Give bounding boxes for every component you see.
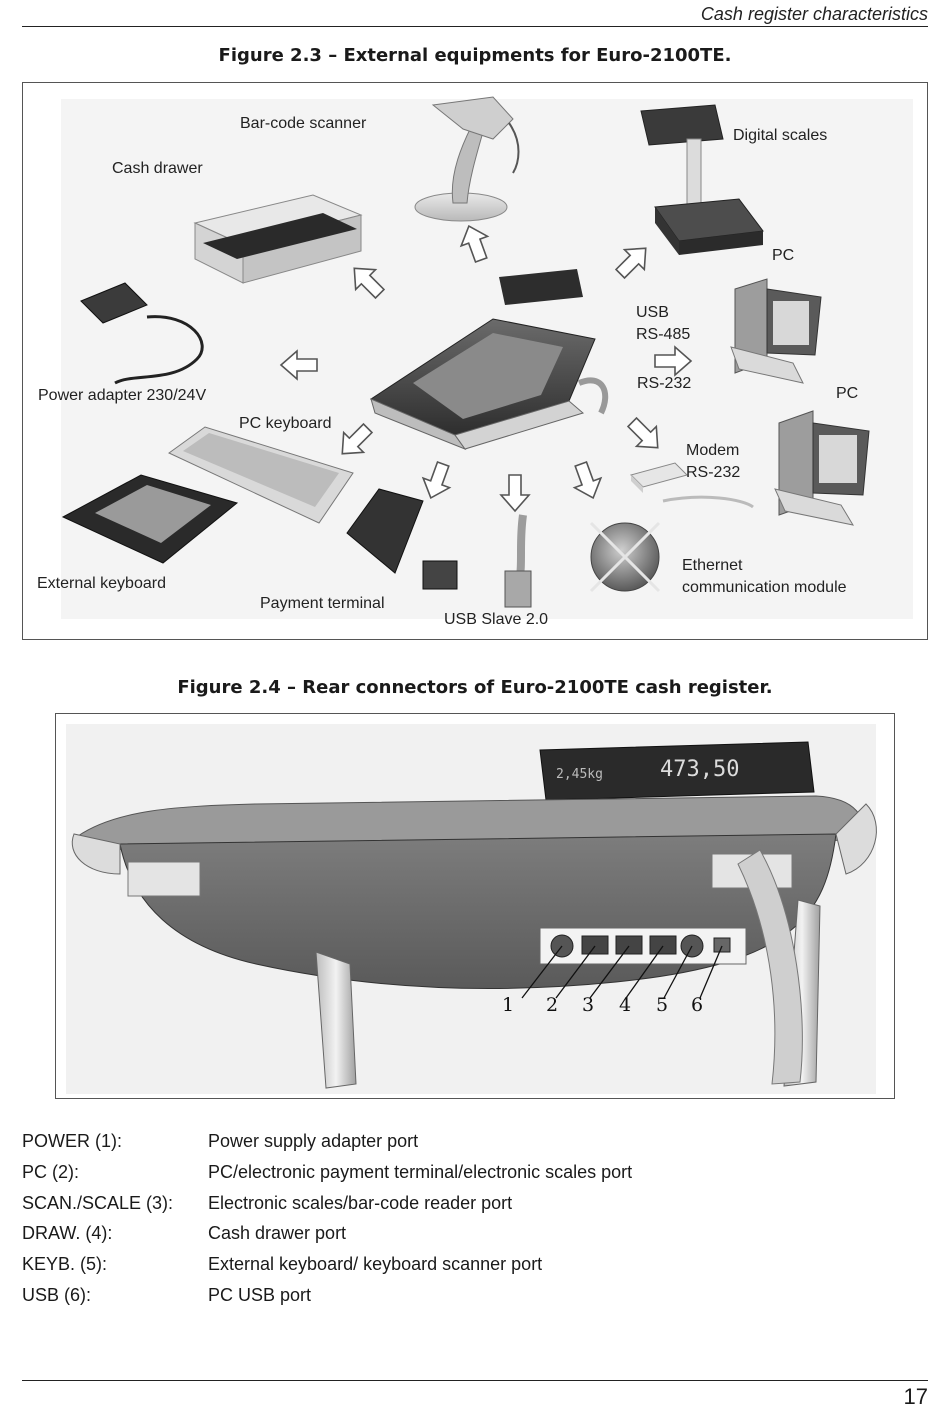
label-pc-right: PC: [836, 385, 859, 402]
connector-label-6: 6: [691, 994, 704, 1016]
list-item: PC (2): PC/electronic payment terminal/e…: [22, 1159, 928, 1190]
port-desc: Cash drawer port: [208, 1223, 347, 1244]
display-amount: 473,50: [660, 757, 739, 782]
ethernet-module-image: [589, 521, 661, 593]
label-power-adapter: Power adapter 230/24V: [38, 387, 207, 404]
port-key: SCAN./SCALE (3):: [22, 1192, 174, 1213]
arrow-to-terminal-icon: [421, 461, 452, 500]
power-adapter-image: [80, 282, 204, 385]
connector-label-3: 3: [582, 994, 595, 1016]
port-key: USB (6):: [22, 1284, 92, 1305]
label-barcode-scanner: Bar-code scanner: [240, 115, 367, 132]
connector-pc-icon: [581, 935, 609, 955]
port-key: KEYB. (5):: [22, 1254, 108, 1275]
arrow-to-usb-icon: [499, 474, 531, 513]
arrow-to-scanner-icon: [459, 224, 490, 263]
arrow-to-pc-icon: [654, 345, 693, 377]
pc-top-image: [730, 278, 822, 384]
figure-2-4-frame: 473,50 2,45kg: [55, 713, 895, 1099]
port-desc: PC/electronic payment terminal/electroni…: [208, 1161, 633, 1182]
cash-drawer-image: [193, 194, 363, 284]
display-weight: 2,45kg: [556, 767, 603, 782]
label-usb-rs485: USB RS-485: [636, 304, 691, 343]
external-keyboard-image: [61, 474, 239, 564]
list-item: DRAW. (4): Cash drawer port: [22, 1220, 928, 1251]
connector-label-5: 5: [656, 994, 669, 1016]
label-pc-top: PC: [772, 247, 795, 264]
connector-usb-icon: [713, 937, 731, 953]
port-key: PC (2):: [22, 1161, 80, 1182]
page-number: 17: [903, 1384, 928, 1409]
label-rs232: RS-232: [637, 375, 692, 392]
list-item: KEYB. (5): External keyboard/ keyboard s…: [22, 1251, 928, 1282]
modem-image: [630, 462, 754, 509]
label-usb-slave: USB Slave 2.0: [444, 611, 549, 628]
label-payment-terminal: Payment terminal: [260, 595, 385, 612]
arrow-to-drawer-icon: [353, 267, 386, 300]
port-desc: External keyboard/ keyboard scanner port: [208, 1254, 543, 1275]
arrow-to-scales-icon: [614, 247, 647, 280]
usb-cable-image: [504, 514, 532, 608]
list-item: USB (6): PC USB port: [22, 1282, 928, 1313]
pc-keyboard-image: [168, 426, 354, 524]
arrow-to-ethernet-icon: [572, 461, 603, 500]
label-external-keyboard: External keyboard: [37, 575, 166, 592]
port-description-list: POWER (1): Power supply adapter port PC …: [22, 1128, 928, 1313]
port-desc: Electronic scales/bar-code reader port: [208, 1192, 513, 1213]
arrow-to-keyboard-icon: [341, 422, 374, 455]
pc-right-image: [774, 410, 870, 526]
equipment-illustration: [61, 96, 913, 619]
label-ethernet: Ethernet communication module: [682, 557, 847, 596]
port-desc: PC USB port: [208, 1284, 312, 1305]
figure-2-3-caption: Figure 2.3 – External equipments for Eur…: [218, 45, 732, 66]
arrow-to-modem-icon: [626, 416, 659, 449]
connector-drawer-icon: [649, 935, 677, 955]
payment-terminal-image: [346, 488, 458, 590]
figure-2-3-frame: Bar-code scanner Digital scales Cash dra…: [22, 82, 928, 640]
footer-rule: [22, 1380, 928, 1381]
arrow-to-power-icon: [279, 349, 318, 381]
label-modem: Modem RS-232: [686, 442, 741, 481]
digital-scales-image: [640, 104, 764, 255]
section-title: Cash register characteristics: [700, 4, 928, 24]
header-rule: [22, 26, 928, 27]
port-key: DRAW. (4):: [22, 1223, 113, 1244]
connector-scan-icon: [615, 935, 643, 955]
connector-label-2: 2: [546, 994, 559, 1016]
port-desc: Power supply adapter port: [208, 1131, 419, 1151]
label-pc-keyboard: PC keyboard: [239, 415, 332, 432]
label-digital-scales: Digital scales: [733, 127, 828, 144]
connector-label-4: 4: [619, 994, 632, 1016]
arrow-icons: [279, 224, 693, 513]
port-key: POWER (1):: [22, 1131, 123, 1151]
barcode-scanner-image: [414, 96, 520, 222]
label-cash-drawer: Cash drawer: [112, 160, 203, 177]
rear-connectors-illustration: 473,50 2,45kg: [66, 724, 877, 1094]
list-item: POWER (1): Power supply adapter port: [22, 1128, 928, 1159]
connector-label-1: 1: [502, 994, 515, 1016]
list-item: SCAN./SCALE (3): Electronic scales/bar-c…: [22, 1190, 928, 1221]
cash-register-image: [369, 269, 609, 451]
figure-2-4-caption: Figure 2.4 – Rear connectors of Euro-210…: [177, 677, 773, 698]
